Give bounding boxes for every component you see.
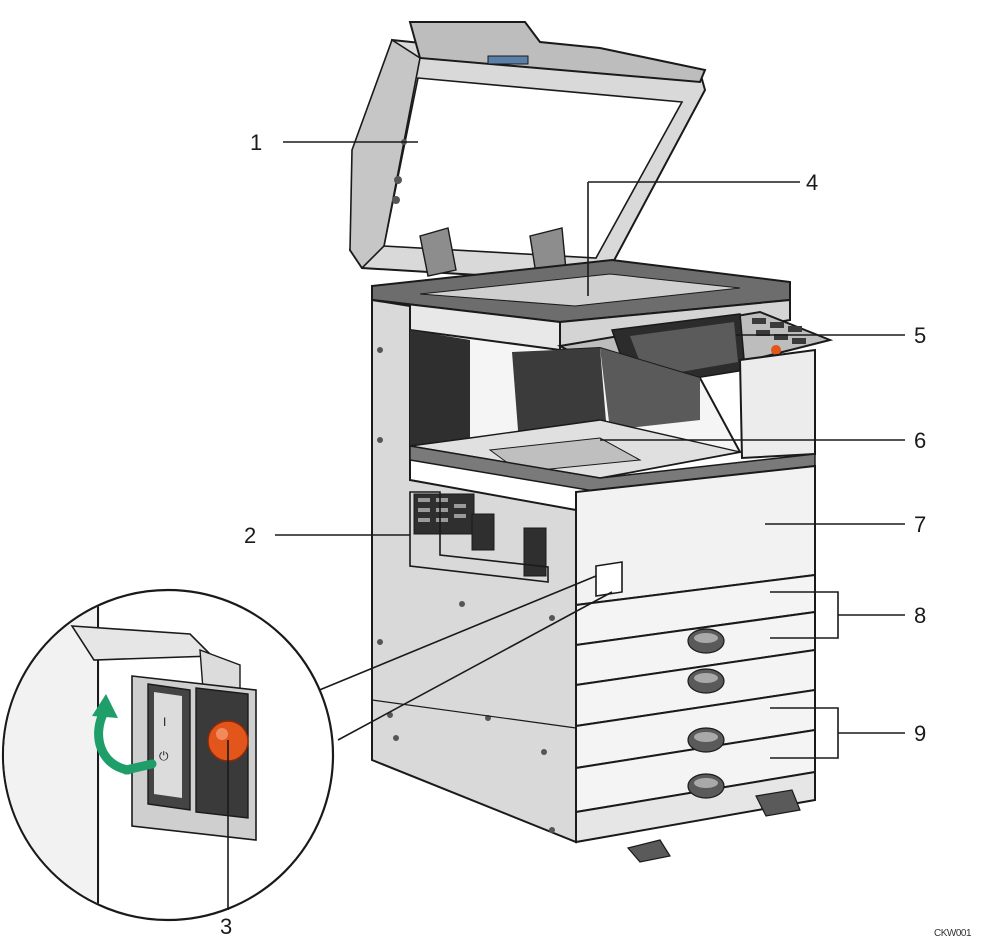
callout-8: 8	[914, 603, 926, 628]
paper-trays	[575, 573, 816, 863]
figure-code: CKW001	[934, 928, 972, 939]
svg-text:⏻: ⏻	[159, 749, 169, 763]
callout-6: 6	[914, 428, 926, 453]
leader-lines	[227, 141, 905, 910]
adf-lid	[348, 21, 707, 284]
svg-text:I: I	[163, 715, 166, 729]
callout-3: 3	[220, 914, 232, 939]
callout-9: 9	[914, 721, 926, 746]
callout-7: 7	[914, 512, 926, 537]
callout-2: 2	[244, 523, 256, 548]
callout-labels: 1 2 3 4 5 6 7 8 9 CKW001	[220, 130, 972, 939]
main-body	[371, 298, 816, 844]
callout-4: 4	[806, 170, 818, 195]
power-switch-inset: I ⏻	[1, 575, 613, 922]
callout-1: 1	[250, 130, 262, 155]
callout-5: 5	[914, 323, 926, 348]
